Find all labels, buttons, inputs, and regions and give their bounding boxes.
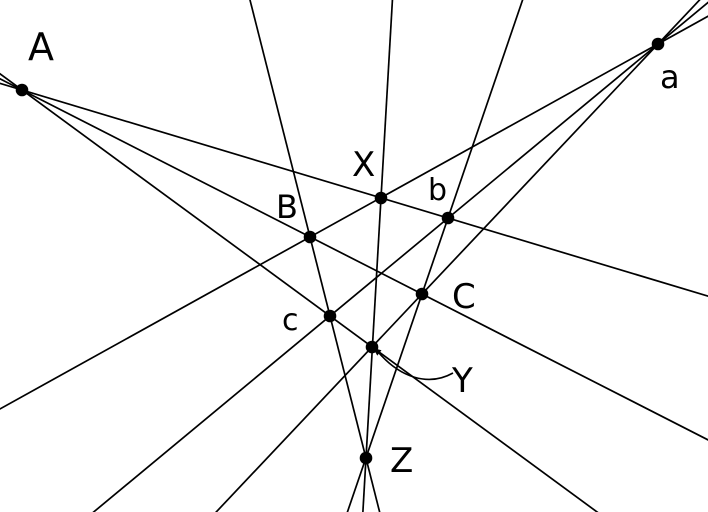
- points-group: [15, 37, 665, 465]
- point-label-Z: Z: [390, 441, 413, 481]
- point-label-Y: Y: [451, 361, 473, 401]
- y-pointer-arrow: [373, 348, 454, 381]
- point-label-a: a: [660, 58, 680, 96]
- point-B: [303, 230, 317, 244]
- point-label-b: b: [428, 173, 447, 208]
- point-c: [323, 309, 337, 323]
- point-C: [415, 287, 429, 301]
- point-X: [374, 191, 388, 205]
- point-b: [441, 211, 455, 225]
- point-label-B: B: [276, 188, 298, 226]
- point-Z: [359, 451, 373, 465]
- point-label-X: X: [352, 145, 375, 185]
- point-a: [651, 37, 665, 51]
- point-label-c: c: [282, 303, 299, 338]
- point-label-C: C: [452, 277, 476, 317]
- point-label-A: A: [28, 25, 54, 69]
- point-A: [15, 83, 29, 97]
- pappus-line-X-Y-Z: [362, 0, 394, 512]
- y-pointer-arrow-curve: [378, 352, 454, 381]
- point-Y: [365, 340, 379, 354]
